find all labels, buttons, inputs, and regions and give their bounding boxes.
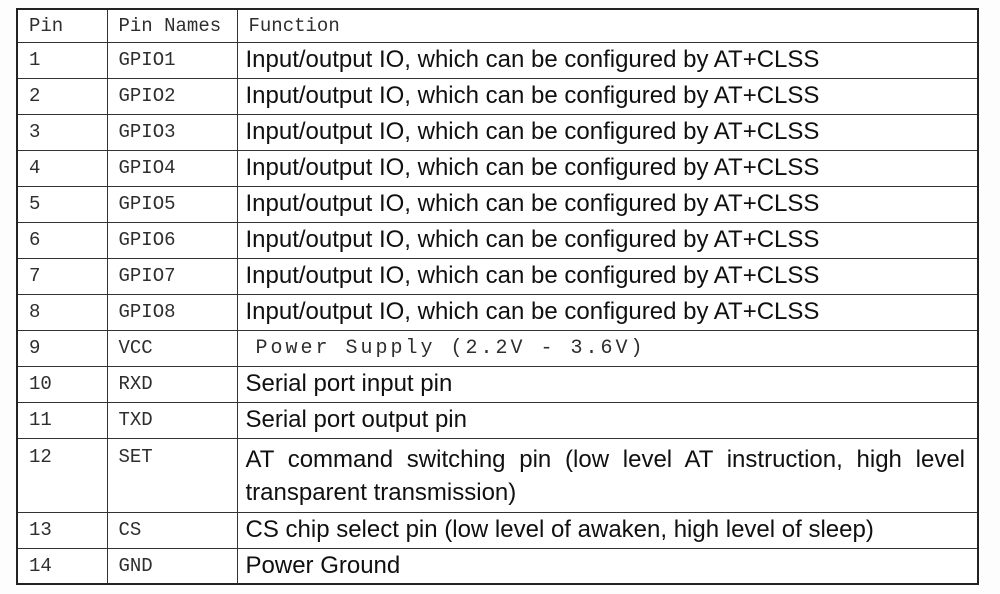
function-cell: Input/output IO, which can be configured… xyxy=(236,77,979,115)
table-row: 6 GPIO6 Input/output IO, which can be co… xyxy=(16,221,979,259)
column-header-pin: Pin xyxy=(16,8,108,43)
pin-name-cell: GPIO8 xyxy=(106,293,238,331)
pin-name-cell: GPIO6 xyxy=(106,221,238,259)
pin-name-cell: CS xyxy=(106,511,238,549)
function-cell: Input/output IO, which can be configured… xyxy=(236,41,979,79)
function-cell: Serial port input pin xyxy=(236,365,979,403)
function-cell: Input/output IO, which can be configured… xyxy=(236,149,979,187)
table-row: 7 GPIO7 Input/output IO, which can be co… xyxy=(16,257,979,295)
pin-cell: 9 xyxy=(16,329,108,367)
function-cell: Power Ground xyxy=(236,547,979,585)
function-cell: Input/output IO, which can be configured… xyxy=(236,293,979,331)
pin-cell: 13 xyxy=(16,511,108,549)
function-cell: CS chip select pin (low level of awaken,… xyxy=(236,511,979,549)
pin-name-cell: GPIO2 xyxy=(106,77,238,115)
column-header-function: Function xyxy=(236,8,979,43)
table-row: 5 GPIO5 Input/output IO, which can be co… xyxy=(16,185,979,223)
function-cell: Input/output IO, which can be configured… xyxy=(236,257,979,295)
table-row: 2 GPIO2 Input/output IO, which can be co… xyxy=(16,77,979,115)
pin-function-table: Pin Pin Names Function 1 GPIO1 Input/out… xyxy=(16,8,979,585)
pin-cell: 4 xyxy=(16,149,108,187)
function-cell: Power Supply (2.2V - 3.6V) xyxy=(236,329,979,367)
pin-cell: 1 xyxy=(16,41,108,79)
column-header-pin-names: Pin Names xyxy=(106,8,238,43)
table-row: 11 TXD Serial port output pin xyxy=(16,401,979,439)
pin-cell: 6 xyxy=(16,221,108,259)
function-cell: Serial port output pin xyxy=(236,401,979,439)
pin-cell: 2 xyxy=(16,77,108,115)
header-row: Pin Pin Names Function xyxy=(16,8,979,43)
pin-name-cell: GPIO1 xyxy=(106,41,238,79)
pin-name-cell: SET xyxy=(106,437,238,513)
table-row: 3 GPIO3 Input/output IO, which can be co… xyxy=(16,113,979,151)
function-cell: AT command switching pin (low level AT i… xyxy=(236,437,979,513)
function-cell: Input/output IO, which can be configured… xyxy=(236,113,979,151)
pin-name-cell: VCC xyxy=(106,329,238,367)
pin-name-cell: GPIO5 xyxy=(106,185,238,223)
pin-cell: 12 xyxy=(16,437,108,513)
table-row: 9 VCC Power Supply (2.2V - 3.6V) xyxy=(16,329,979,367)
pin-name-cell: RXD xyxy=(106,365,238,403)
pin-cell: 14 xyxy=(16,547,108,585)
function-cell: Input/output IO, which can be configured… xyxy=(236,221,979,259)
pin-name-cell: TXD xyxy=(106,401,238,439)
pin-cell: 3 xyxy=(16,113,108,151)
pin-cell: 11 xyxy=(16,401,108,439)
function-cell: Input/output IO, which can be configured… xyxy=(236,185,979,223)
pin-cell: 8 xyxy=(16,293,108,331)
table-row: 14 GND Power Ground xyxy=(16,547,979,585)
pin-cell: 7 xyxy=(16,257,108,295)
table-row: 13 CS CS chip select pin (low level of a… xyxy=(16,511,979,549)
table-row: 12 SET AT command switching pin (low lev… xyxy=(16,437,979,513)
pin-name-cell: GPIO4 xyxy=(106,149,238,187)
pin-cell: 10 xyxy=(16,365,108,403)
pin-name-cell: GPIO3 xyxy=(106,113,238,151)
pin-cell: 5 xyxy=(16,185,108,223)
pin-name-cell: GPIO7 xyxy=(106,257,238,295)
pin-name-cell: GND xyxy=(106,547,238,585)
table-row: 4 GPIO4 Input/output IO, which can be co… xyxy=(16,149,979,187)
table-row: 10 RXD Serial port input pin xyxy=(16,365,979,403)
table-row: 1 GPIO1 Input/output IO, which can be co… xyxy=(16,41,979,79)
table-row: 8 GPIO8 Input/output IO, which can be co… xyxy=(16,293,979,331)
